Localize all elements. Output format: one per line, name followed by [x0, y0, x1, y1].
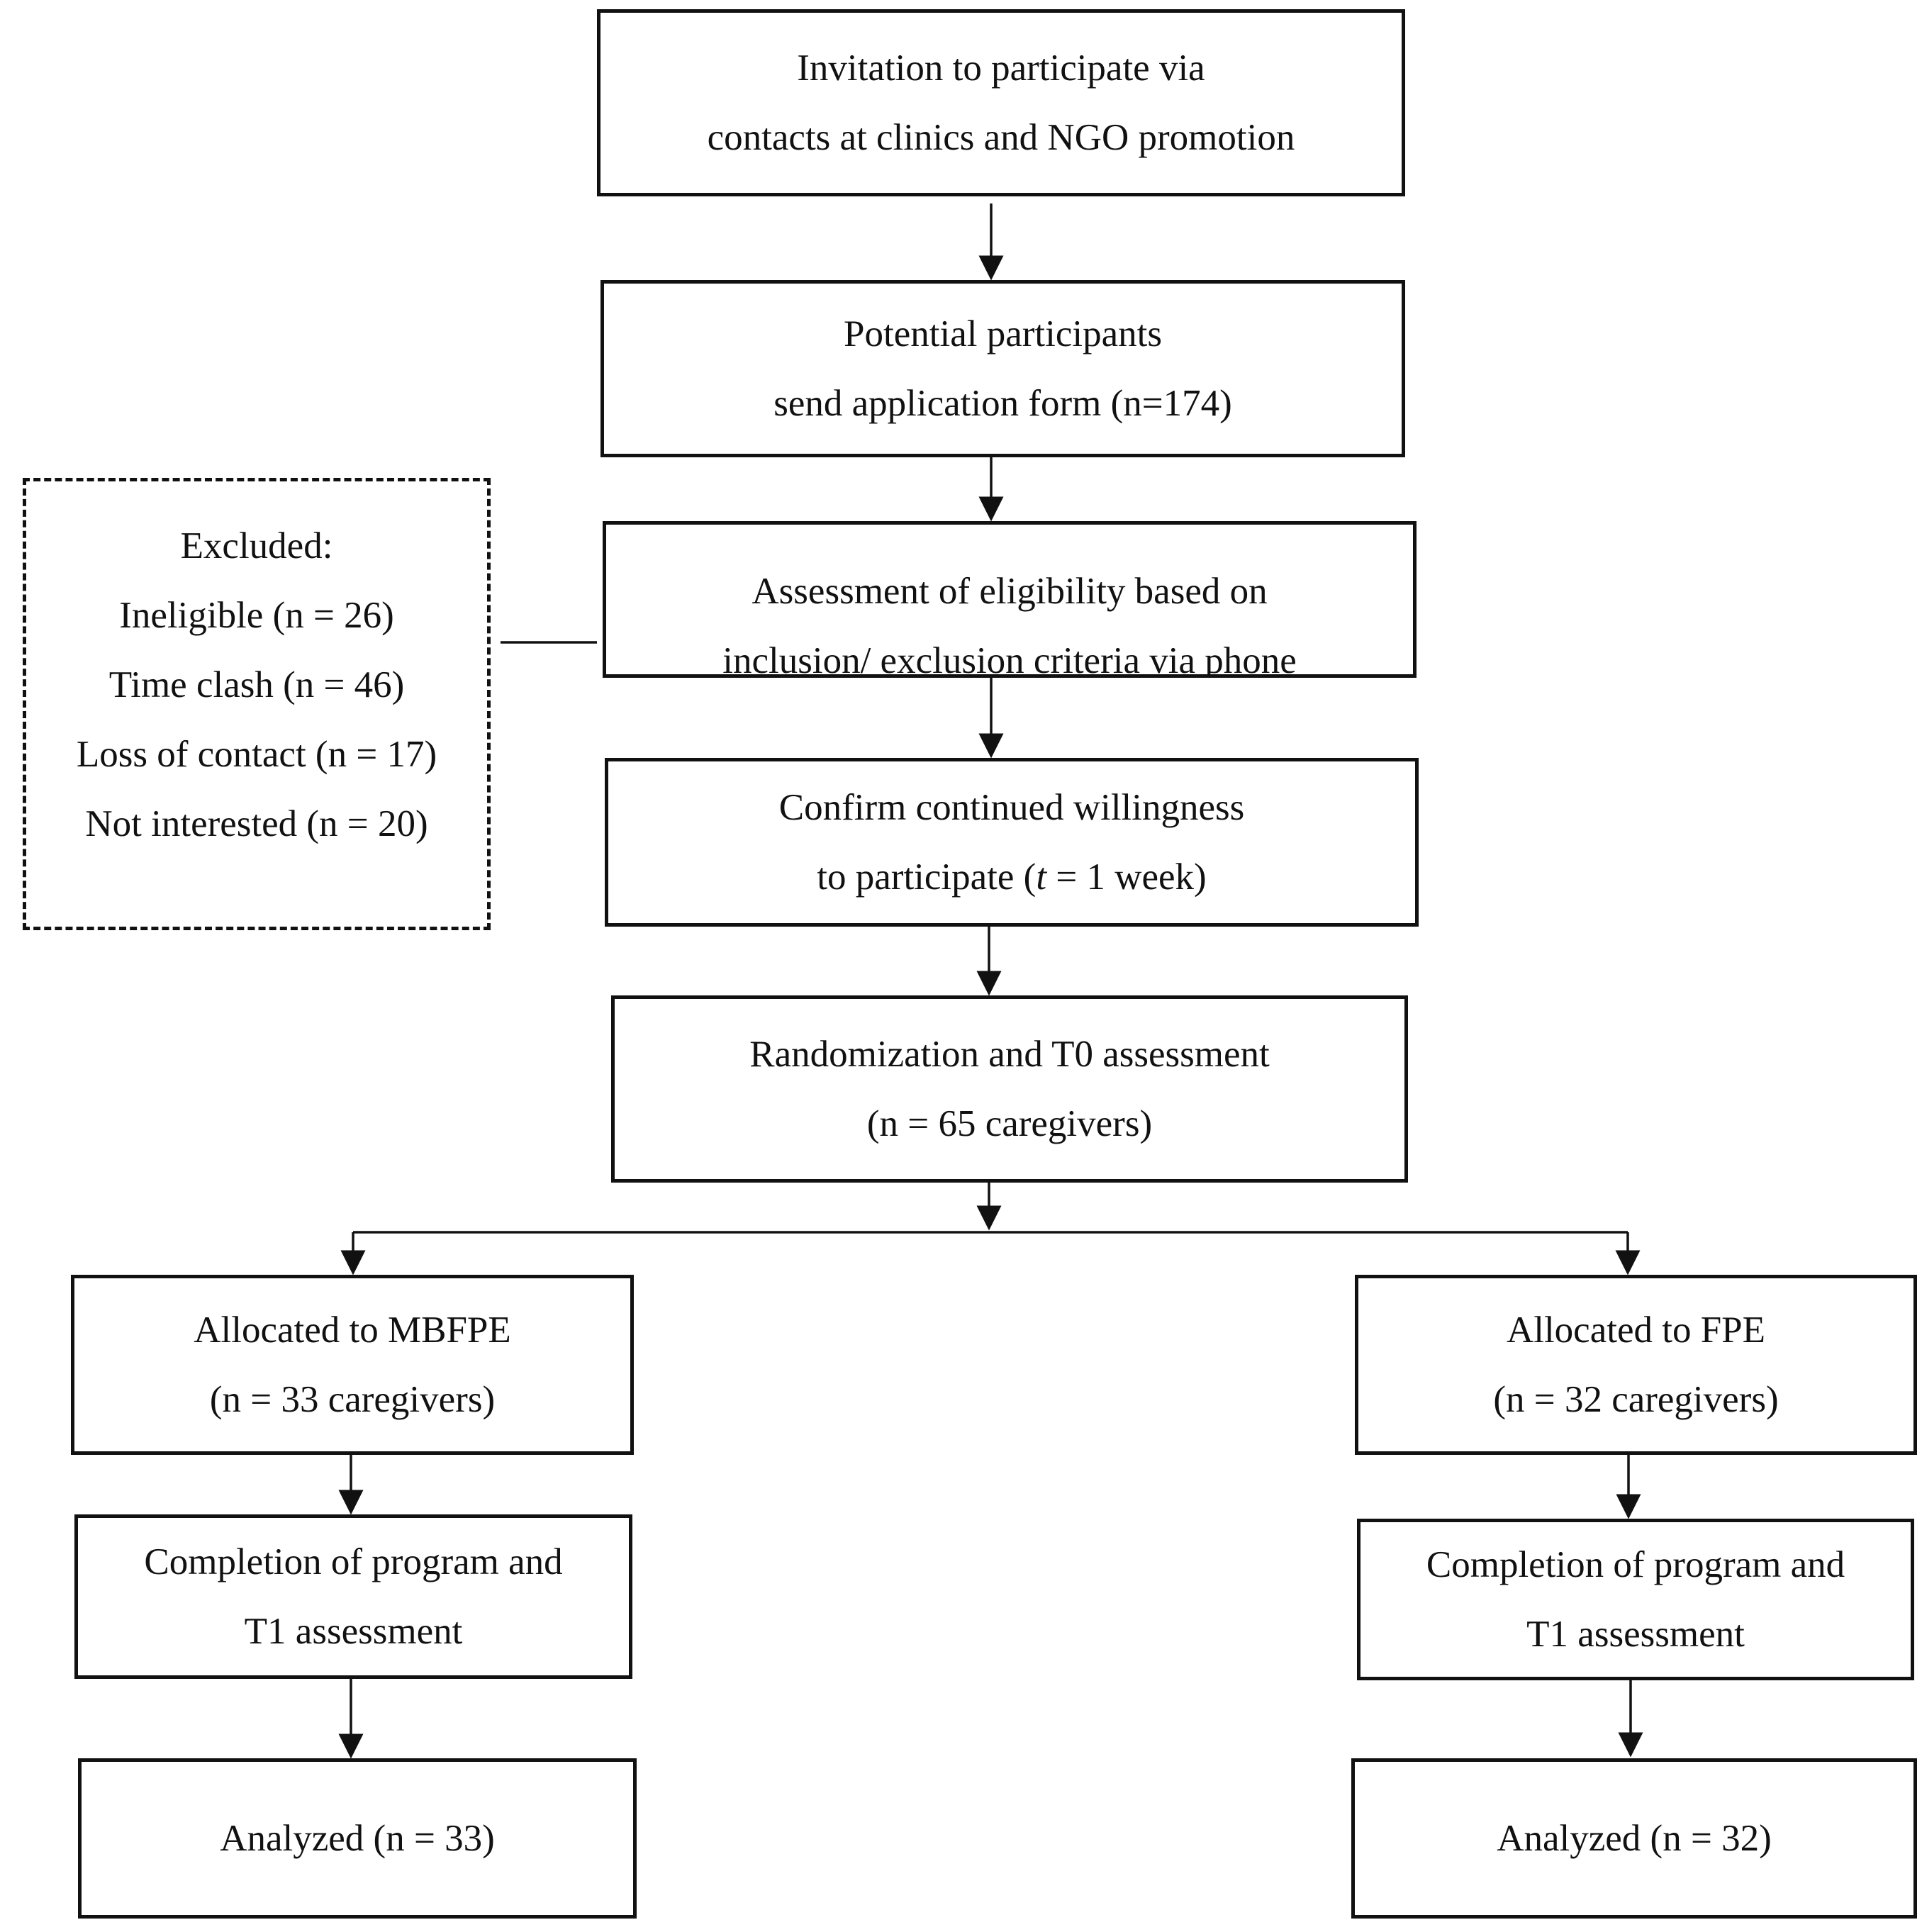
fpe-allocated-box: Allocated to FPE (n = 32 caregivers) [1355, 1275, 1917, 1455]
fpe-completion-line-1: Completion of program and [1426, 1544, 1845, 1585]
excluded-title: Excluded: [180, 525, 333, 566]
eligibility-line-2: inclusion/ exclusion criteria via phone [722, 640, 1297, 678]
randomization-line-1: Randomization and T0 assessment [749, 1034, 1270, 1075]
confirm-line-2: to participate (t = 1 week) [817, 842, 1206, 912]
fpe-allocated-line-2: (n = 32 caregivers) [1493, 1379, 1779, 1420]
excluded-item-ineligible: Ineligible (n = 26) [119, 594, 394, 636]
mbfpe-completion-line-2: T1 assessment [244, 1611, 463, 1652]
fpe-completion-line-2: T1 assessment [1526, 1614, 1745, 1655]
confirm-line-2-suffix: = 1 week) [1046, 856, 1207, 898]
fpe-analyzed-label: Analyzed (n = 32) [1497, 1818, 1772, 1859]
excluded-item-loss-of-contact: Loss of contact (n = 17) [76, 733, 437, 775]
mbfpe-analyzed-label: Analyzed (n = 33) [220, 1818, 495, 1859]
fpe-allocated-line-1: Allocated to FPE [1506, 1310, 1766, 1351]
eligibility-line-1: Assessment of eligibility based on [752, 571, 1268, 612]
confirm-time-variable: t [1036, 856, 1047, 898]
confirm-line-1: Confirm continued willingness [778, 787, 1245, 828]
excluded-item-time-clash: Time clash (n = 46) [108, 664, 405, 705]
fpe-completion-box: Completion of program and T1 assessment [1357, 1519, 1914, 1680]
randomization-line-2: (n = 65 caregivers) [866, 1103, 1153, 1144]
confirm-willingness-box: Confirm continued willingness to partici… [605, 758, 1419, 927]
potential-line-1: Potential participants [844, 313, 1162, 354]
mbfpe-completion-line-1: Completion of program and [144, 1541, 563, 1582]
mbfpe-allocated-line-2: (n = 33 caregivers) [209, 1379, 496, 1420]
invitation-line-1: Invitation to participate via [797, 48, 1205, 89]
randomization-box: Randomization and T0 assessment (n = 65 … [611, 995, 1408, 1183]
invitation-line-2: contacts at clinics and NGO promotion [707, 117, 1295, 158]
mbfpe-analyzed-box: Analyzed (n = 33) [78, 1758, 637, 1919]
potential-participants-box: Potential participants send application … [600, 280, 1405, 457]
mbfpe-completion-box: Completion of program and T1 assessment [74, 1514, 632, 1679]
excluded-item-not-interested: Not interested (n = 20) [85, 803, 428, 844]
mbfpe-allocated-box: Allocated to MBFPE (n = 33 caregivers) [71, 1275, 634, 1455]
excluded-box: Excluded: Ineligible (n = 26) Time clash… [23, 478, 491, 930]
invitation-box: Invitation to participate via contacts a… [597, 9, 1405, 196]
confirm-line-2-prefix: to participate ( [817, 856, 1037, 898]
eligibility-assessment-box: Assessment of eligibility based on inclu… [603, 521, 1417, 678]
potential-line-2: send application form (n=174) [773, 383, 1232, 424]
mbfpe-allocated-line-1: Allocated to MBFPE [194, 1310, 511, 1351]
fpe-analyzed-box: Analyzed (n = 32) [1351, 1758, 1917, 1919]
